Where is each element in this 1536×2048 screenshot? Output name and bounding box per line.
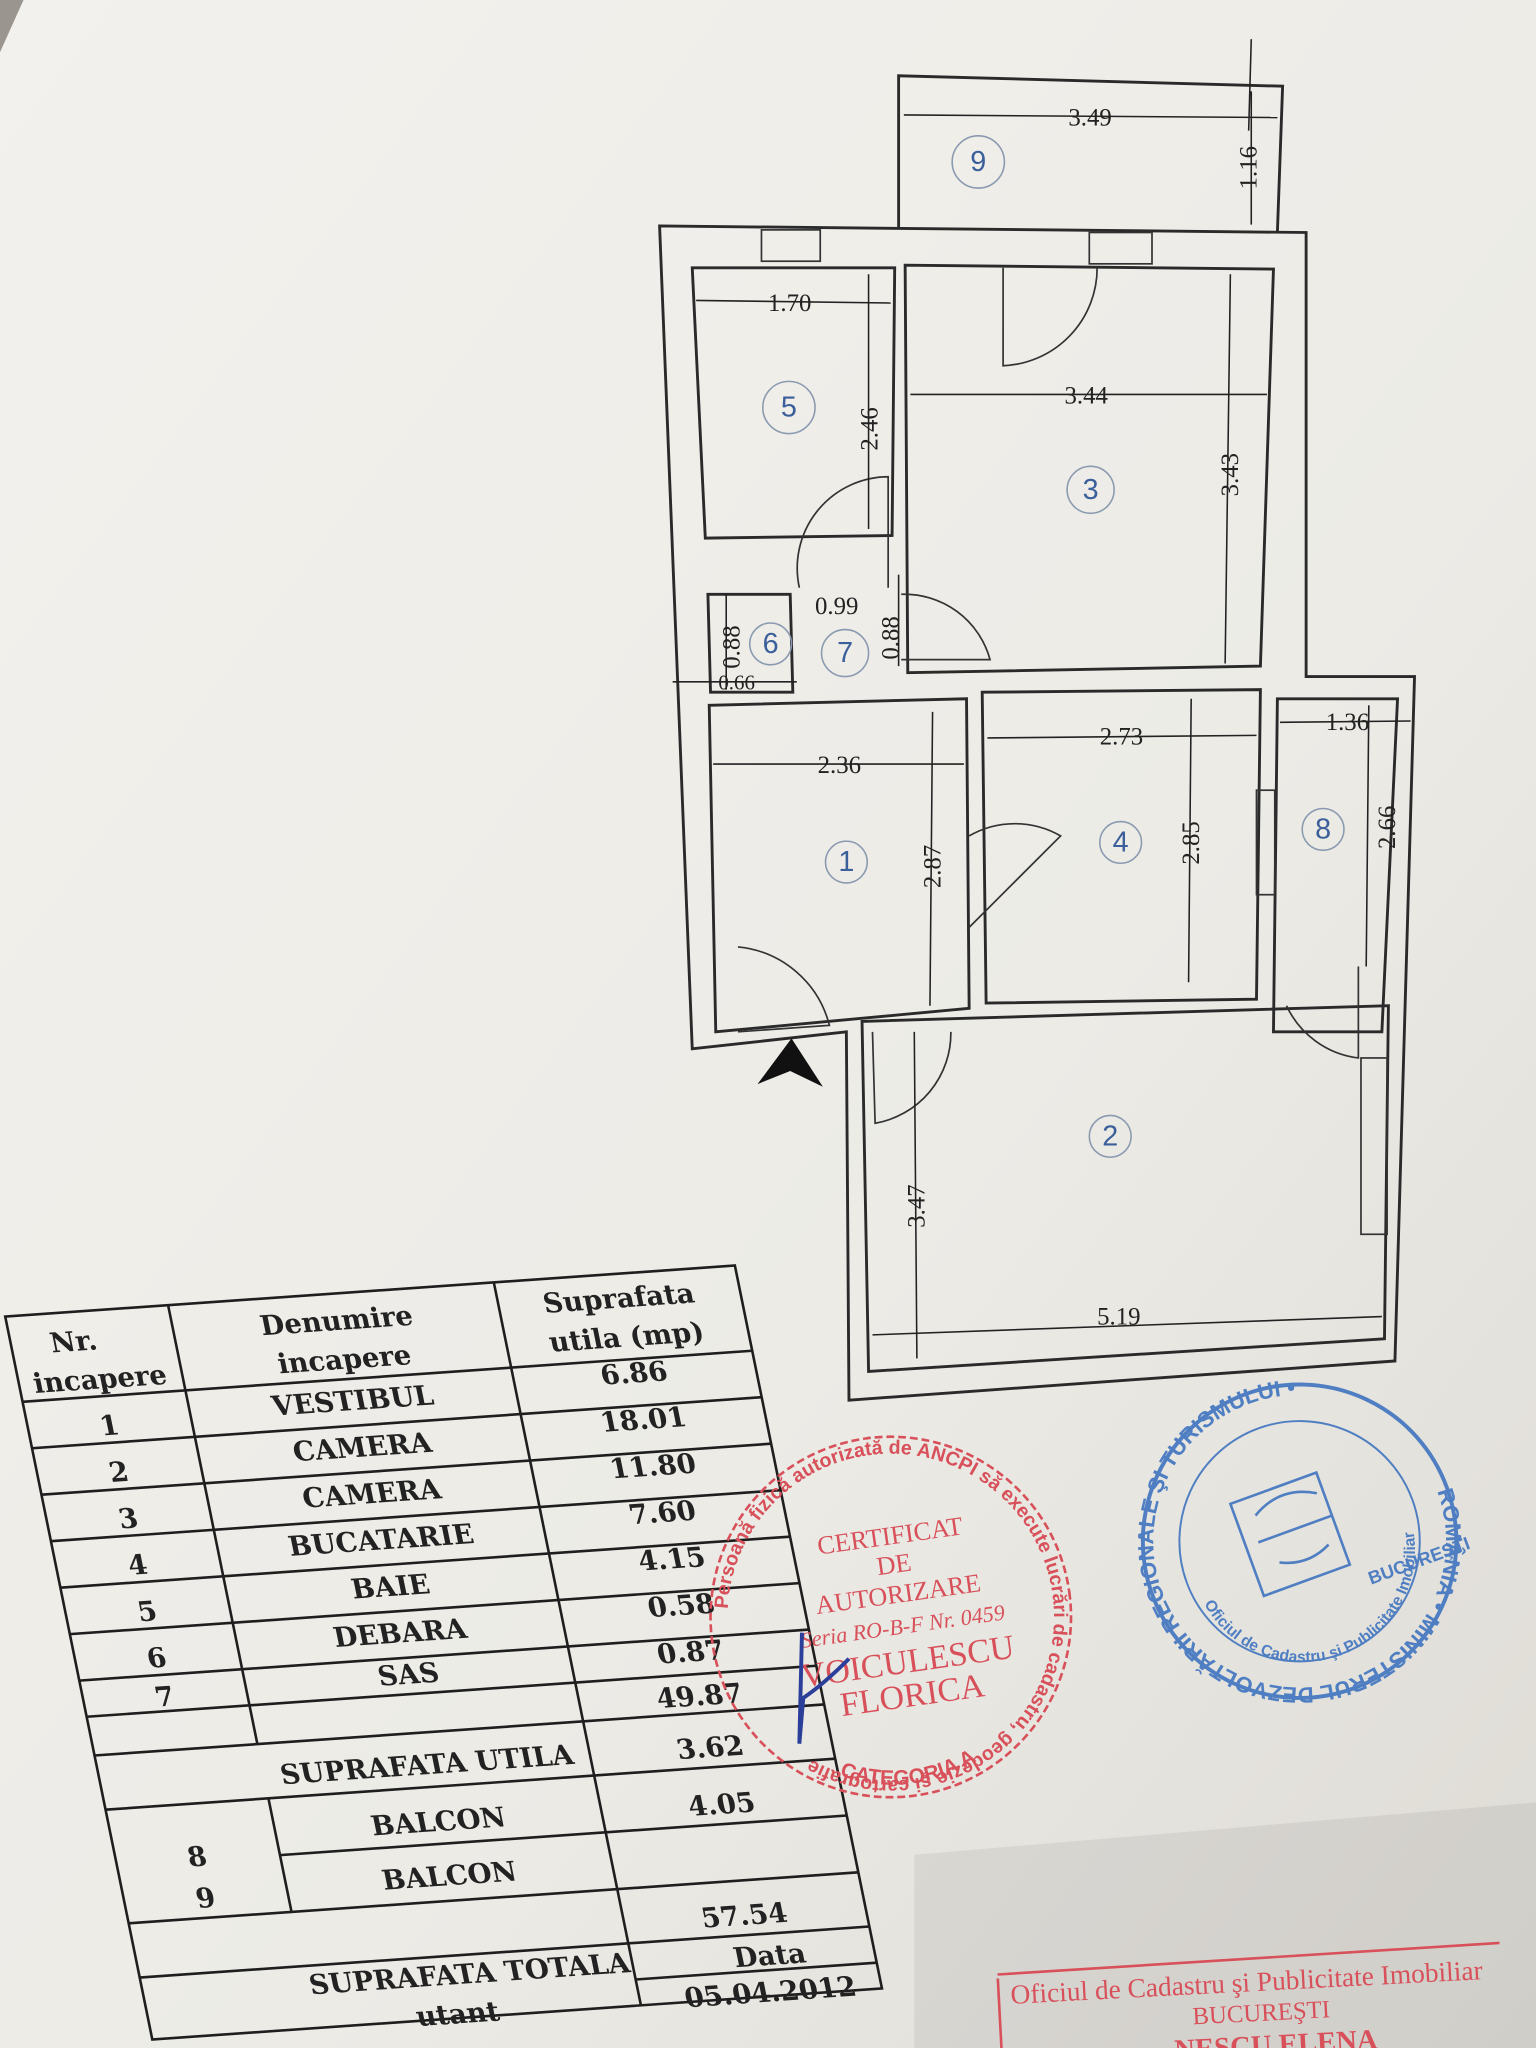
room-number: 9 <box>970 146 986 178</box>
row-area: 6.86 <box>597 1356 670 1392</box>
room-8-walls <box>1272 697 1400 1034</box>
room-number: 8 <box>1315 813 1331 845</box>
row-area: 0.58 <box>645 1588 718 1624</box>
row-area: 4.15 <box>635 1541 708 1577</box>
dim-label: 2.36 <box>818 752 861 779</box>
dim-label: 5.19 <box>1097 1303 1140 1330</box>
room-2-walls <box>860 1004 1390 1373</box>
grand-total-value: 57.54 <box>698 1897 790 1934</box>
floor-plan: 3.49 1.16 1.70 2.46 3.44 3.43 0.99 0.88 … <box>658 39 1417 1402</box>
dim-label: 0.66 <box>718 671 755 695</box>
header-nr: Nr. <box>47 1325 100 1360</box>
dim-label: 3.43 <box>1217 453 1244 496</box>
window <box>1255 789 1276 896</box>
table-row: 5 BAIE 4.15 <box>135 1541 709 1628</box>
room-1-walls <box>707 697 971 1034</box>
room-number: 5 <box>781 392 797 424</box>
row-area: 18.01 <box>597 1401 689 1438</box>
row-area: 3.62 <box>674 1730 747 1766</box>
table-row: 8 BALCON 3.62 <box>184 1730 747 1874</box>
door-swing <box>1285 966 1360 1059</box>
dim-label: 2.87 <box>919 845 946 888</box>
table-row: 4 BUCATARIE 7.60 <box>125 1495 699 1582</box>
dim-label: 3.49 <box>1068 104 1111 131</box>
row-name: BAIE <box>348 1569 432 1606</box>
outer-wall <box>658 224 1417 1402</box>
date-label: Data <box>731 1938 809 1975</box>
row-area: 11.80 <box>607 1448 699 1485</box>
balcony-9-wall <box>897 74 1285 233</box>
row-name: SAS <box>375 1657 442 1693</box>
coat-of-arms-icon <box>1228 1470 1352 1598</box>
dim-label: 3.44 <box>1064 383 1108 410</box>
room-4-walls <box>980 688 1262 1005</box>
signature <box>797 1632 851 1744</box>
page-corner-shadow <box>0 0 24 53</box>
door-swing <box>737 946 831 1033</box>
north-arrow-icon <box>757 1038 823 1087</box>
room-5-walls <box>690 266 897 540</box>
dim-label: 2.46 <box>857 407 884 450</box>
dim-label: 3.47 <box>904 1184 931 1227</box>
footer-left-text: utant <box>413 1996 502 2033</box>
dimension-lines <box>672 91 1411 1359</box>
dim-label: 0.88 <box>878 616 905 659</box>
dim-label: 2.73 <box>1100 723 1143 750</box>
dim-label: 1.36 <box>1326 709 1369 736</box>
dim-label: 2.85 <box>1178 821 1205 864</box>
door-swing <box>968 822 1062 928</box>
entry-marker-line <box>1247 39 1253 131</box>
room-markers: 1 2 3 4 5 6 7 8 9 <box>748 135 1345 1159</box>
window <box>1360 1057 1388 1236</box>
room-number: 3 <box>1083 474 1099 506</box>
room-6-walls <box>706 592 795 694</box>
dimension-labels: 3.49 1.16 1.70 2.46 3.44 3.43 0.99 0.88 … <box>718 104 1401 1330</box>
row-area: 4.05 <box>685 1787 758 1823</box>
dim-label: 1.70 <box>768 290 811 317</box>
room-number: 7 <box>837 637 853 669</box>
room-number: 2 <box>1102 1120 1118 1152</box>
room-number: 6 <box>763 628 779 660</box>
door-swing <box>796 475 890 588</box>
dim-label: 0.99 <box>815 593 858 620</box>
dim-label: 0.88 <box>718 625 745 668</box>
room-3-walls <box>903 263 1275 675</box>
room-number: 1 <box>838 846 854 878</box>
door-swing <box>901 593 992 661</box>
door-swing <box>1002 267 1098 367</box>
dim-label: 1.16 <box>1235 146 1262 189</box>
window <box>760 229 822 263</box>
dim-label: 2.66 <box>1374 806 1401 849</box>
door-swing <box>871 1031 952 1125</box>
stamp-line: DE <box>875 1548 914 1582</box>
room-number: 4 <box>1113 826 1129 858</box>
window <box>1088 231 1153 265</box>
row-area: 7.60 <box>626 1495 699 1531</box>
useful-total-value: 49.87 <box>654 1678 746 1715</box>
hand-shadow <box>914 1802 1536 2048</box>
